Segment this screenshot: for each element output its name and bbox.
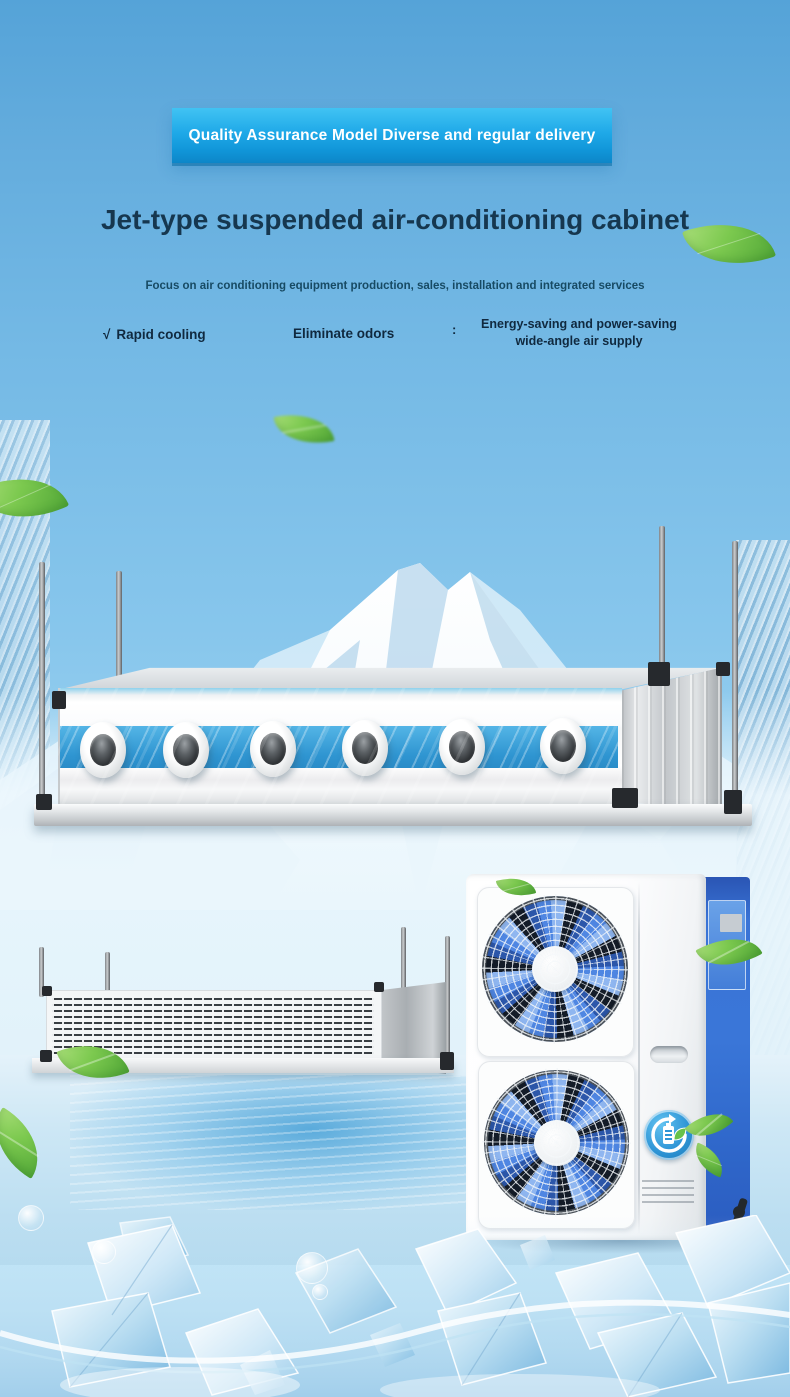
nozzle-hole bbox=[173, 734, 199, 766]
feature-label-line2: wide-angle air supply bbox=[515, 333, 643, 348]
feature-label-line1: Energy-saving and power-saving bbox=[481, 317, 677, 331]
feature-rapid-cooling: √ Rapid cooling bbox=[103, 327, 206, 342]
energy-saving-badge bbox=[644, 1110, 694, 1160]
rod-clamp bbox=[648, 662, 670, 686]
handle-recess bbox=[650, 1046, 688, 1063]
side-label bbox=[720, 914, 742, 932]
page-subtitle: Focus on air conditioning equipment prod… bbox=[145, 280, 645, 292]
hanging-rod bbox=[105, 952, 110, 997]
nozzle-hole bbox=[550, 730, 576, 762]
hanging-rod bbox=[116, 571, 122, 693]
unit-sheen bbox=[58, 688, 620, 806]
ice-cubes bbox=[0, 1215, 790, 1397]
rod-clamp bbox=[440, 1052, 454, 1070]
nozzle-hole bbox=[90, 734, 116, 766]
hanging-rod bbox=[401, 927, 406, 989]
air-nozzle bbox=[439, 719, 485, 775]
rod-clamp bbox=[42, 986, 52, 996]
rod-clamp bbox=[724, 790, 742, 814]
bubble bbox=[296, 1252, 328, 1284]
rod-clamp bbox=[36, 794, 52, 810]
hanging-rod bbox=[39, 947, 44, 997]
feature-label: Rapid cooling bbox=[116, 327, 206, 342]
fan-grille-icon bbox=[482, 1068, 631, 1217]
air-nozzle bbox=[163, 722, 209, 778]
duct-air-grille bbox=[52, 998, 374, 1054]
rod-clamp bbox=[374, 982, 384, 992]
fan-grille-icon bbox=[480, 894, 630, 1044]
page-title: Jet-type suspended air-conditioning cabi… bbox=[100, 204, 690, 235]
bubble bbox=[92, 1240, 116, 1264]
ventilation-slats bbox=[642, 1180, 694, 1208]
bubble bbox=[18, 1205, 44, 1231]
quality-banner: Quality Assurance Model Diverse and regu… bbox=[172, 108, 612, 163]
quality-banner-label: Quality Assurance Model Diverse and regu… bbox=[188, 126, 596, 144]
hanging-rod bbox=[732, 541, 738, 815]
hanging-rod bbox=[39, 562, 45, 814]
air-nozzle bbox=[250, 721, 296, 777]
rod-clamp bbox=[716, 662, 730, 676]
rod-clamp bbox=[612, 788, 638, 808]
air-nozzle bbox=[540, 718, 586, 774]
check-mark-icon: √ bbox=[103, 327, 111, 342]
duct-mounting-tray bbox=[32, 1058, 454, 1073]
rod-clamp bbox=[40, 1050, 52, 1062]
feature-energy-saving: Energy-saving and power-saving wide-angl… bbox=[470, 316, 688, 350]
unit-blue-stripe bbox=[60, 726, 618, 768]
nozzle-hole bbox=[449, 731, 475, 763]
rod-clamp bbox=[52, 691, 66, 709]
feature-label: Eliminate odors bbox=[293, 326, 395, 341]
unit-top-panel bbox=[58, 667, 722, 690]
nozzle-hole bbox=[352, 732, 378, 764]
unit-side-panel bbox=[620, 667, 722, 811]
nozzle-hole bbox=[260, 733, 286, 765]
hanging-rod bbox=[659, 526, 665, 674]
hanging-rod bbox=[445, 936, 450, 1066]
panel-divider bbox=[638, 882, 640, 1234]
air-nozzle bbox=[342, 720, 388, 776]
fan bbox=[482, 1068, 631, 1217]
feature-separator: : bbox=[452, 322, 457, 337]
leaf-icon bbox=[273, 407, 335, 451]
feature-eliminate-odors: Eliminate odors bbox=[293, 326, 394, 341]
bubble bbox=[312, 1284, 328, 1300]
air-nozzle bbox=[80, 722, 126, 778]
unit-mounting-tray bbox=[34, 804, 752, 826]
fan bbox=[480, 894, 630, 1044]
recycle-battery-leaf-icon bbox=[651, 1114, 687, 1153]
